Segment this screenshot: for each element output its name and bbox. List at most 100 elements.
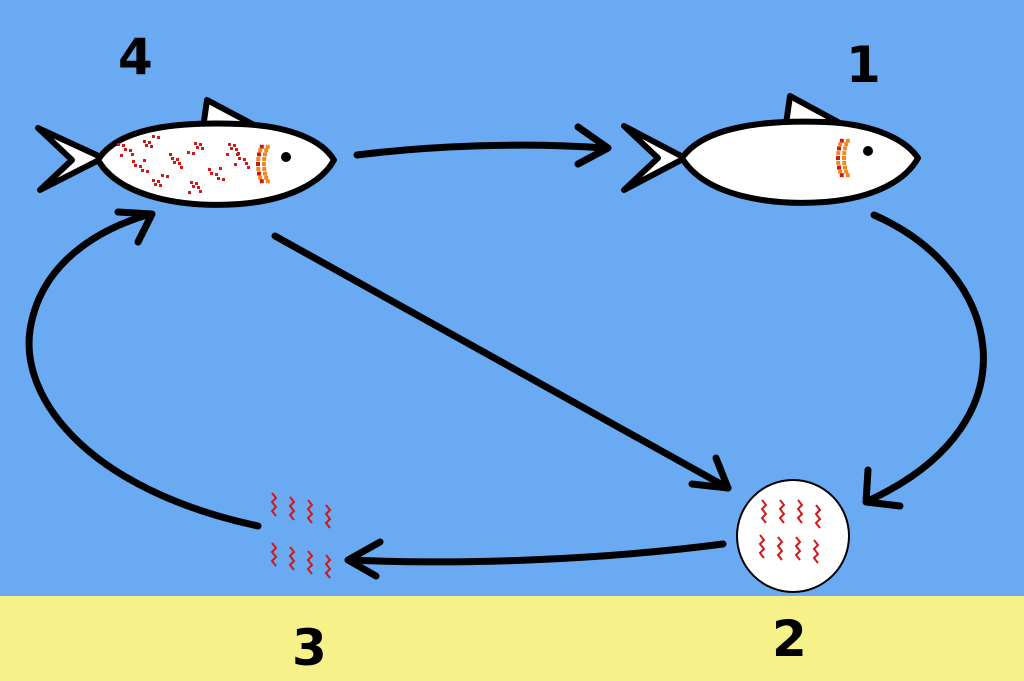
gill-dot — [838, 142, 843, 147]
cyst-circle — [736, 479, 850, 593]
parasite-spot — [197, 186, 200, 189]
gill-dot — [265, 144, 270, 149]
parasite-squiggle — [306, 550, 314, 575]
parasite-spot — [235, 148, 238, 151]
gill-dot — [258, 175, 263, 180]
gill-dot — [836, 151, 841, 156]
parasite-spot — [148, 141, 151, 144]
gill-dot — [262, 171, 267, 176]
parasite-squiggle — [796, 499, 804, 524]
parasite-spot — [243, 158, 246, 161]
gill-dot — [842, 151, 847, 156]
parasite-spot — [228, 143, 231, 146]
healthy-fish-tail — [621, 123, 688, 193]
healthy-fish-eye — [863, 146, 873, 156]
healthy-fish-icon — [621, 93, 921, 206]
parasite-spot — [234, 163, 237, 166]
stage-label-2: 2 — [772, 610, 807, 668]
parasite-squiggle — [794, 536, 802, 561]
cyst-icon — [736, 479, 850, 593]
gill-dot — [262, 152, 267, 157]
parasite-spot — [178, 162, 181, 165]
infected-fish-icon — [35, 97, 337, 208]
parasite-spot — [154, 183, 157, 186]
sand-background — [0, 596, 1024, 681]
gill-dot — [262, 166, 267, 171]
gill-dot — [259, 179, 264, 184]
parasite-squiggle — [306, 499, 314, 524]
parasite-squiggle — [288, 546, 296, 571]
parasite-squiggle — [814, 504, 822, 529]
stage-label-4: 4 — [118, 28, 153, 86]
parasite-spot — [217, 177, 220, 180]
parasite-spot — [122, 144, 125, 147]
parasite-squiggle — [324, 554, 332, 579]
parasite-spot — [210, 172, 213, 175]
parasite-spot — [187, 151, 190, 154]
parasite-spot — [190, 181, 193, 184]
parasite-squiggle — [270, 542, 278, 567]
gill-dot — [842, 165, 847, 170]
arrow-4-to-1 — [353, 123, 612, 168]
healthy-fish-gills — [836, 138, 850, 178]
parasite-spot — [199, 190, 202, 193]
infected-fish-spots — [117, 135, 250, 194]
parasite-spot — [152, 135, 155, 138]
gill-dot — [845, 173, 850, 178]
gill-dot — [844, 169, 849, 174]
parasite-spot — [215, 173, 218, 176]
parasite-spot — [194, 142, 197, 145]
parasite-spot — [145, 144, 148, 147]
parasite-spot — [201, 147, 204, 150]
parasite-squiggle — [270, 492, 278, 517]
parasite-spot — [247, 166, 250, 169]
gill-dot — [842, 156, 846, 160]
gill-dot — [256, 157, 261, 162]
parasite-spot — [129, 149, 132, 152]
healthy-fish-body — [679, 118, 921, 206]
parasite-spot — [222, 178, 225, 181]
parasite-spot — [192, 152, 195, 155]
gill-dot — [839, 173, 844, 178]
infected-fish-gills — [256, 144, 270, 184]
gill-dot — [844, 142, 849, 147]
parasite-spot — [233, 144, 236, 147]
infected-fish-tail — [35, 125, 106, 193]
parasite-spot — [219, 167, 222, 170]
parasite-squiggle — [776, 536, 784, 561]
parasite-squiggle — [758, 534, 766, 559]
parasite-spot — [171, 157, 174, 160]
parasite-spot — [176, 158, 179, 161]
parasite-spot — [237, 152, 240, 155]
parasite-spot — [143, 159, 146, 162]
gill-dot — [259, 144, 264, 149]
parasite-spot — [131, 153, 134, 156]
parasite-spot — [238, 157, 241, 160]
gill-dot — [836, 160, 841, 165]
gill-dot — [836, 165, 841, 170]
gill-dot — [264, 148, 269, 153]
parasite-spot — [173, 161, 176, 164]
parasite-spot — [157, 180, 160, 183]
free-parasites-icon — [270, 492, 332, 579]
parasite-spot — [199, 143, 202, 146]
gill-dot — [842, 160, 847, 165]
parasite-spot — [245, 162, 248, 165]
parasite-squiggle — [812, 539, 820, 564]
gill-dot — [842, 146, 847, 151]
parasite-spot — [192, 185, 195, 188]
arrow-4-to-2 — [271, 232, 732, 492]
arrow-1-to-2 — [862, 211, 987, 510]
gill-dot — [258, 148, 263, 153]
parasite-spot — [166, 175, 169, 178]
parasite-spot — [195, 182, 198, 185]
parasite-spot — [120, 154, 123, 157]
parasite-spot — [117, 143, 120, 146]
gill-dot — [256, 152, 261, 157]
gill-dot — [256, 162, 260, 166]
parasite-squiggle — [324, 504, 332, 529]
gill-dot — [256, 166, 261, 171]
parasite-spot — [188, 191, 191, 194]
